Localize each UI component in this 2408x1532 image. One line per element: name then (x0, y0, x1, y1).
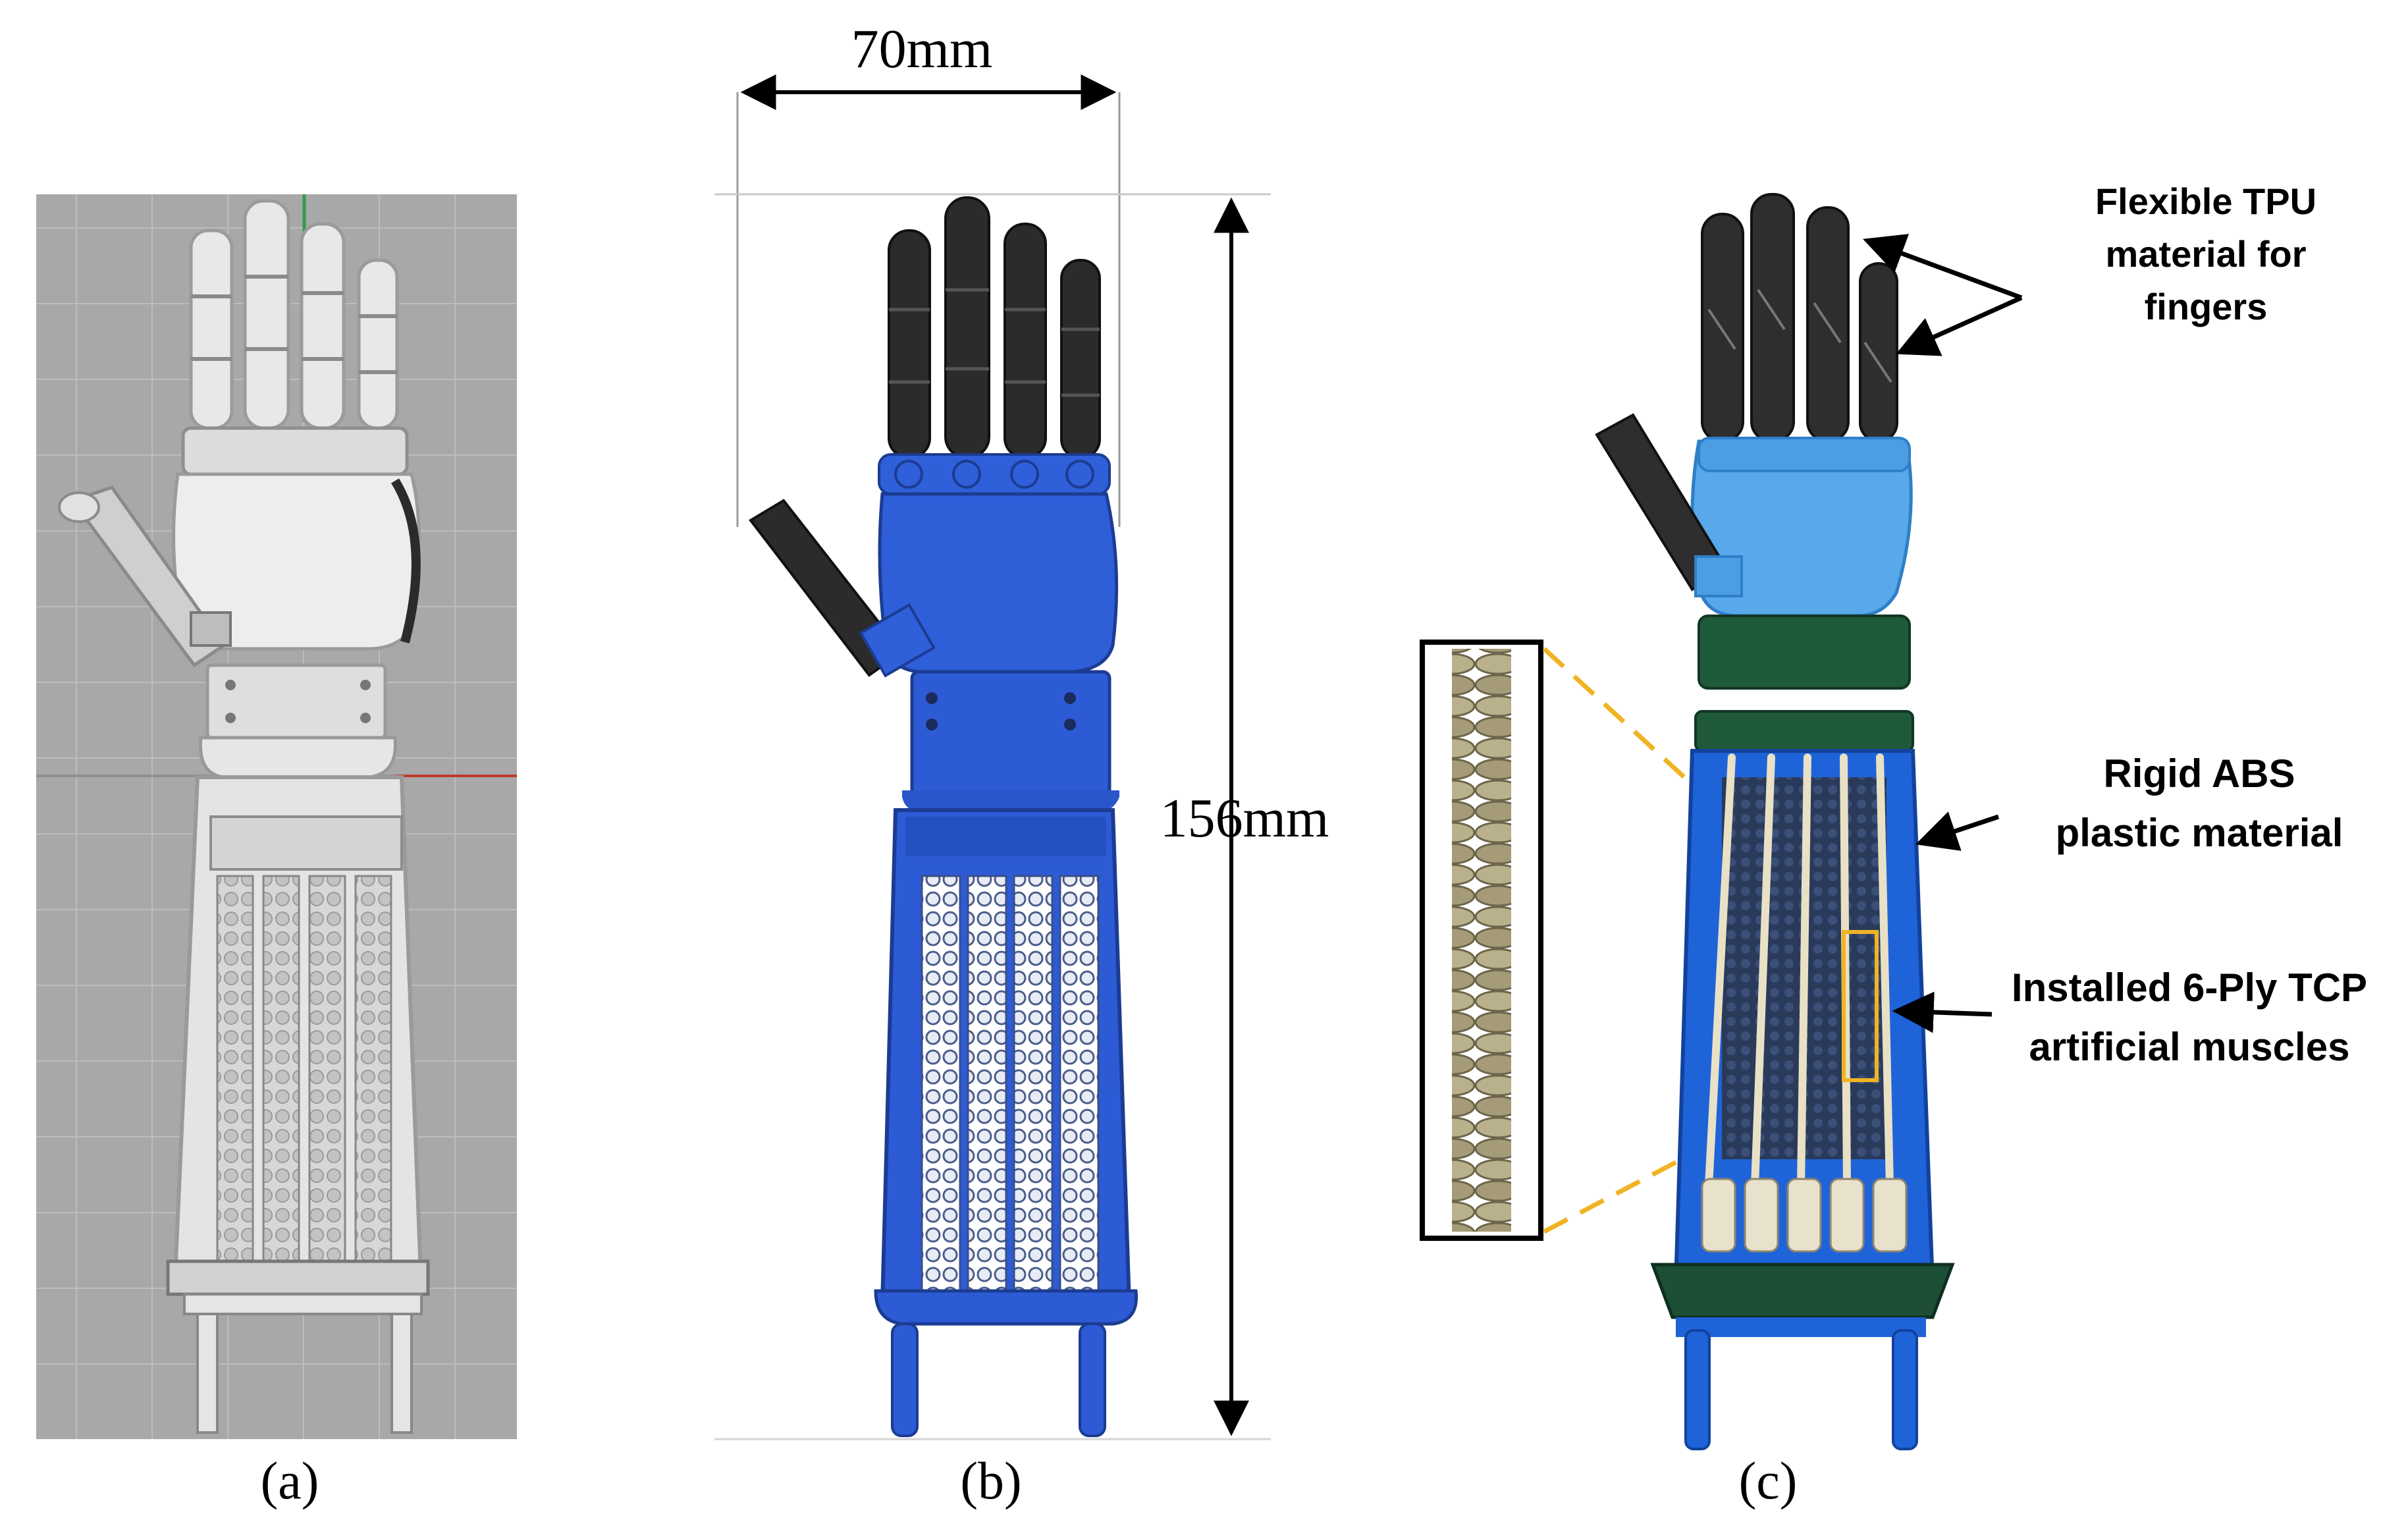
render-spring-muscles (921, 875, 1100, 1292)
arrow-to-muscles (1892, 991, 1993, 1033)
cad-knuckles (181, 426, 409, 476)
width-dimension-label: 70mm (851, 18, 993, 80)
arrow-to-finger-1 (1863, 234, 2023, 300)
render-knuckles (878, 453, 1111, 495)
label-abs-line-1: Rigid ABS (2103, 752, 2295, 796)
caption-c: (c) (1739, 1452, 1798, 1510)
cad-wrist-block (205, 663, 387, 740)
panel-b-render (714, 74, 1271, 1440)
render-fingers (888, 196, 1101, 459)
label-muscles-line-1: Installed 6-Ply TCP (2012, 966, 2367, 1010)
label-muscles-line-2: artificial muscles (2029, 1025, 2350, 1069)
label-fingers-line-2: material for (2106, 233, 2307, 275)
photo-thumb (1595, 413, 1743, 597)
label-flexible-tpu: Flexible TPU material for fingers (2095, 180, 2316, 327)
arrow-to-abs-body (1915, 811, 2000, 851)
label-fingers-line-3: fingers (2145, 286, 2268, 327)
cad-spring-muscles (216, 875, 392, 1279)
cad-fingers (189, 199, 399, 430)
photo-wrist-band (1698, 615, 1911, 690)
panel-a-cad-render (36, 194, 517, 1439)
label-fingers-line-1: Flexible TPU (2095, 180, 2316, 222)
tcp-rope-closeup (1452, 649, 1511, 1232)
panel-c-photo (1420, 193, 2023, 1450)
arrow-to-finger-2 (1896, 295, 2023, 356)
label-rigid-abs: Rigid ABS plastic material (2056, 752, 2343, 855)
photo-fingers (1701, 193, 1898, 443)
photo-base-band (1650, 1263, 1955, 1319)
label-tcp-muscles: Installed 6-Ply TCP artificial muscles (2012, 966, 2367, 1069)
cad-thumb (58, 485, 232, 668)
height-dimension-label: 156mm (1160, 788, 1329, 849)
render-wrist-block (910, 670, 1111, 799)
caption-b: (b) (960, 1452, 1021, 1510)
label-abs-line-2: plastic material (2056, 811, 2343, 855)
render-thumb (749, 499, 936, 678)
muscle-highlight-box (1842, 930, 1879, 1082)
caption-a: (a) (261, 1452, 319, 1510)
photo-pulleys (1701, 1178, 1908, 1253)
